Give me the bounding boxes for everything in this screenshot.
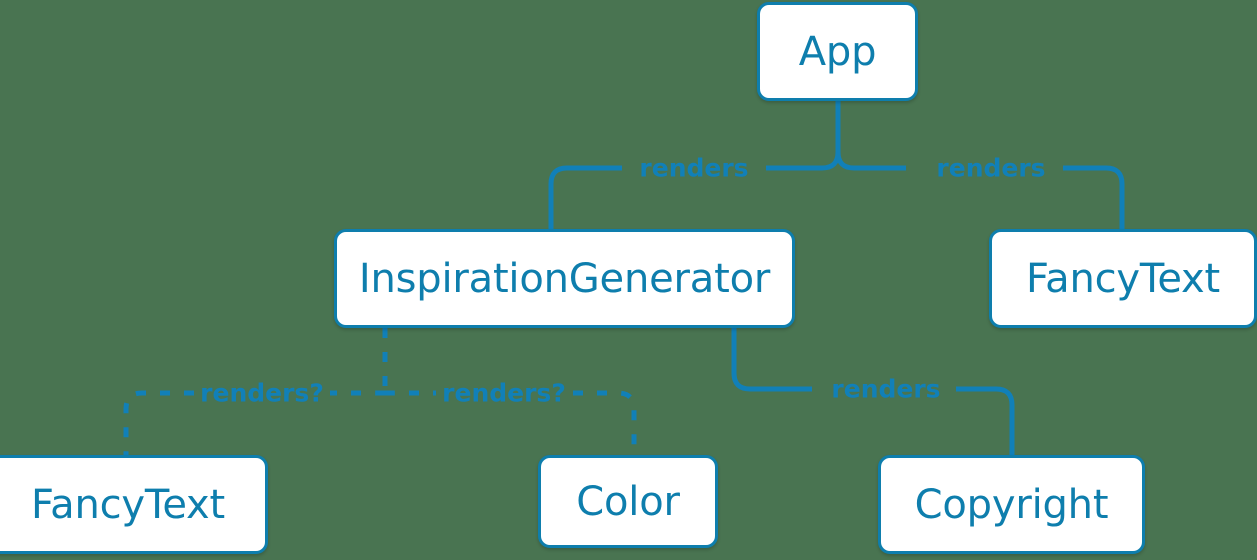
edge-inspirationgenerator-to-color — [573, 390, 637, 455]
node-inspirationgenerator[interactable]: InspirationGenerator — [334, 229, 795, 328]
node-fancytext-bottom-label: FancyText — [31, 481, 225, 528]
edge-inspirationgenerator-to-fancytext-bottom — [123, 390, 194, 455]
edge-app-to-inspirationgenerator-left-seg — [548, 165, 622, 229]
edge-app-to-fancytext-right-seg — [1063, 165, 1125, 229]
edge-label-app-to-fancytext: renders — [936, 153, 1046, 183]
node-copyright[interactable]: Copyright — [878, 455, 1145, 554]
node-fancytext-right[interactable]: FancyText — [989, 229, 1257, 328]
node-fancytext-bottom[interactable]: FancyText — [0, 455, 268, 554]
node-fancytext-right-label: FancyText — [1026, 255, 1220, 302]
node-app[interactable]: App — [757, 2, 918, 101]
node-copyright-label: Copyright — [914, 481, 1109, 528]
edge-app-to-inspirationgenerator-right-seg — [766, 151, 841, 171]
edge-inspirationgenerator-to-copyright-right-seg — [956, 386, 1015, 455]
node-color-label: Color — [576, 478, 680, 525]
edge-inspirationgenerator-to-copyright-left-seg — [731, 328, 812, 392]
edge-label-inspirationgenerator-to-color: renders? — [442, 378, 566, 408]
edge-label-app-to-inspirationgenerator: renders — [639, 153, 749, 183]
edge-label-inspirationgenerator-to-copyright: renders — [831, 374, 941, 404]
edge-app-to-fancytext-left-seg — [835, 151, 906, 171]
edge-label-inspirationgenerator-to-fancytext: renders? — [200, 378, 324, 408]
node-app-label: App — [798, 28, 877, 75]
node-color[interactable]: Color — [538, 455, 718, 548]
node-inspirationgenerator-label: InspirationGenerator — [358, 255, 771, 302]
